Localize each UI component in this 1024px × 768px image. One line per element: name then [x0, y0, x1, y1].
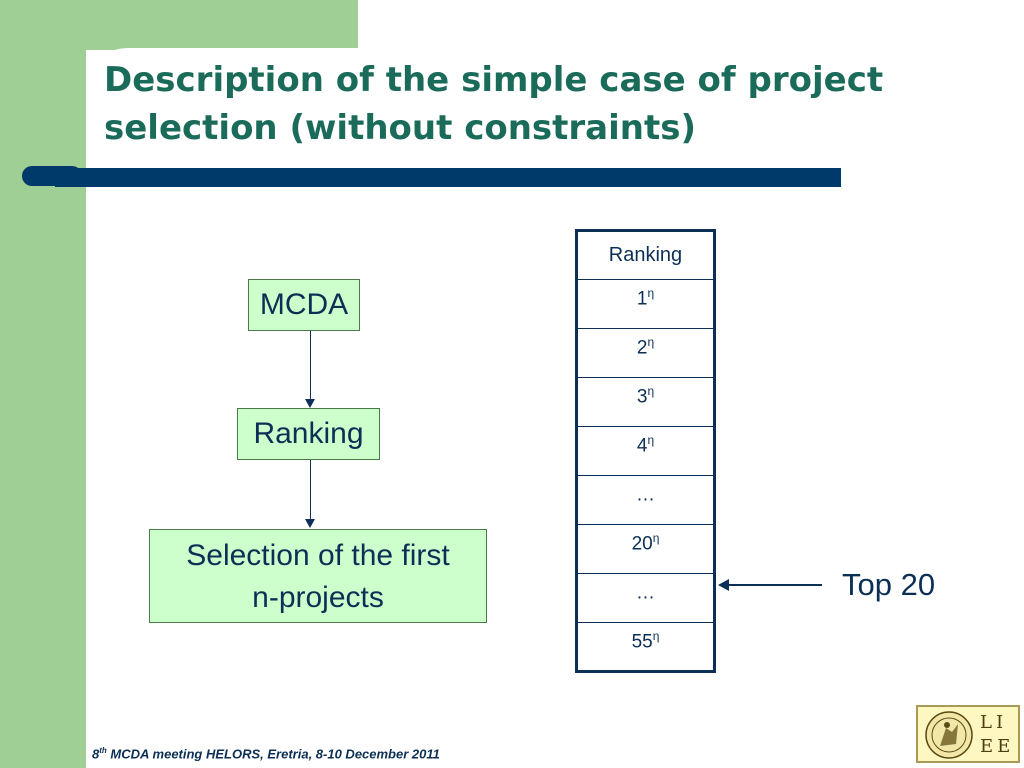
- rank-suffix: η: [647, 335, 655, 349]
- rank-cell-value: 2η: [637, 335, 654, 359]
- table-row: 4η: [576, 426, 715, 476]
- top20-arrow-line: [728, 584, 822, 586]
- rank-cell-value: …: [636, 482, 655, 506]
- rank-number: 2: [636, 337, 648, 359]
- table-row: 20η: [576, 524, 715, 574]
- rank-cell: 1η: [576, 279, 715, 329]
- slide-title: Description of the simple case of projec…: [104, 60, 884, 148]
- rank-cell-value: 3η: [637, 384, 654, 408]
- flow-arrowhead-1: [305, 399, 315, 408]
- flow-connector-1: [310, 331, 311, 401]
- rank-suffix: η: [647, 433, 655, 447]
- flow-box-ranking: Ranking: [237, 408, 380, 460]
- rank-cell-value: 1η: [637, 286, 654, 310]
- footer-ordinal-number: 8: [92, 746, 100, 762]
- top20-arrowhead: [718, 579, 729, 591]
- top-band: [86, 0, 358, 50]
- table-row: 3η: [576, 377, 715, 427]
- lab-logo: LI EE: [916, 705, 1020, 763]
- table-row: …: [576, 573, 715, 623]
- flow-box-ranking-label: Ranking: [253, 417, 364, 450]
- flow-arrowhead-2: [305, 519, 315, 528]
- side-band: [0, 0, 86, 768]
- rank-suffix: η: [652, 531, 660, 545]
- rank-cell-value: …: [636, 580, 655, 604]
- table-row: 2η: [576, 328, 715, 378]
- rank-cell-value: 20η: [632, 531, 660, 555]
- table-row: 1η: [576, 279, 715, 329]
- rank-cell-value: 4η: [637, 433, 654, 457]
- rank-number: …: [636, 484, 655, 506]
- rank-cell: …: [576, 573, 715, 623]
- rank-suffix: η: [647, 384, 655, 398]
- flow-box-mcda: MCDA: [248, 279, 360, 331]
- footer-ordinal-suffix: th: [99, 746, 107, 755]
- footer-meeting-text: MCDA meeting HELORS, Eretria, 8-10 Decem…: [106, 746, 440, 762]
- rank-cell: 3η: [576, 377, 715, 427]
- rank-number: …: [636, 582, 655, 604]
- rank-number: 3: [636, 386, 648, 408]
- title-panel: [86, 48, 506, 178]
- rank-number: 20: [631, 533, 653, 555]
- rank-cell: 2η: [576, 328, 715, 378]
- table-row: 55η: [576, 622, 715, 672]
- rank-cell-value: 55η: [632, 629, 660, 653]
- table-row: …: [576, 475, 715, 525]
- flow-box-selection-label: Selection of the first n-projects: [186, 539, 450, 614]
- rank-number: 4: [636, 435, 648, 457]
- rank-cell: …: [576, 475, 715, 525]
- rank-cell: 55η: [576, 622, 715, 672]
- title-underline-bar: [55, 168, 841, 187]
- rank-number: 55: [631, 631, 653, 653]
- rank-suffix: η: [652, 629, 660, 643]
- flow-box-mcda-label: MCDA: [259, 288, 349, 321]
- table-header-cell: Ranking: [576, 230, 715, 280]
- rank-cell: 20η: [576, 524, 715, 574]
- table-header-row: Ranking: [576, 230, 715, 280]
- rank-cell: 4η: [576, 426, 715, 476]
- rank-number: 1: [636, 288, 648, 310]
- flow-box-selection: Selection of the first n-projects: [149, 529, 487, 623]
- flow-connector-2: [310, 460, 311, 521]
- top20-label: Top 20: [842, 567, 936, 602]
- emblem-icon: [925, 711, 973, 759]
- footer-text: 8th MCDA meeting HELORS, Eretria, 8-10 D…: [92, 746, 440, 761]
- rank-suffix: η: [647, 286, 655, 300]
- logo-letters: LI EE: [980, 712, 1015, 757]
